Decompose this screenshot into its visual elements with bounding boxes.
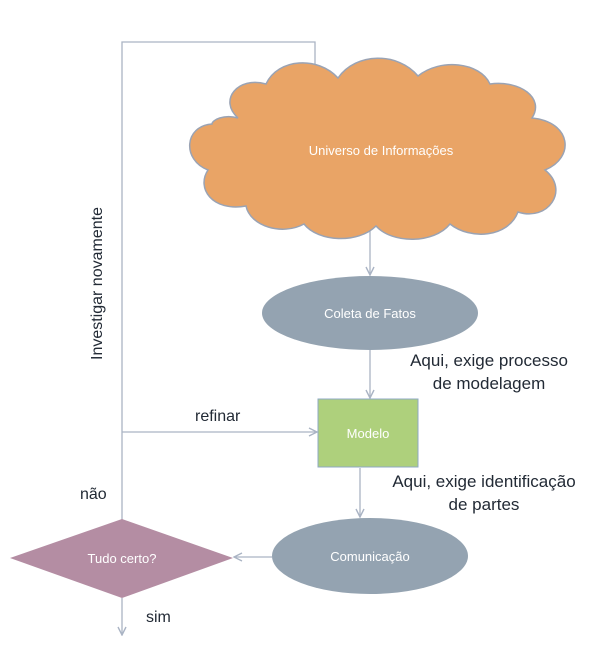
decision-node: Tudo certo? xyxy=(10,519,233,598)
universe-label: Universo de Informações xyxy=(309,143,454,158)
collect-facts-node: Coleta de Fatos xyxy=(262,276,478,350)
connectors xyxy=(121,41,370,635)
modeling-note-line-1: Aqui, exige processo xyxy=(410,351,568,370)
model-box xyxy=(317,398,419,468)
loop-back-connector xyxy=(121,41,315,520)
communication-label: Comunicação xyxy=(330,549,410,564)
model-node: Modelo xyxy=(317,398,419,468)
identification-note-line-2: de partes xyxy=(449,495,520,514)
modeling-note: Aqui, exige processo de modelagem xyxy=(410,351,568,393)
no-label: não xyxy=(80,486,107,503)
model-label: Modelo xyxy=(347,426,390,441)
communication-ellipse xyxy=(272,518,468,594)
decision-label: Tudo certo? xyxy=(88,551,157,566)
cloud-shape xyxy=(189,57,566,240)
yes-label: sim xyxy=(146,609,171,626)
refine-label: refinar xyxy=(195,408,241,425)
collect-label: Coleta de Fatos xyxy=(324,306,416,321)
identification-note: Aqui, exige identificação de partes xyxy=(392,472,575,514)
modeling-note-line-2: de modelagem xyxy=(433,374,545,393)
identification-note-line-1: Aqui, exige identificação xyxy=(392,472,575,491)
collect-ellipse xyxy=(262,276,478,350)
loop-back-label: Investigar novamente xyxy=(89,207,106,360)
communication-node: Comunicação xyxy=(272,518,468,594)
universe-cloud: Universo de Informações xyxy=(189,57,566,240)
decision-diamond xyxy=(10,519,233,598)
